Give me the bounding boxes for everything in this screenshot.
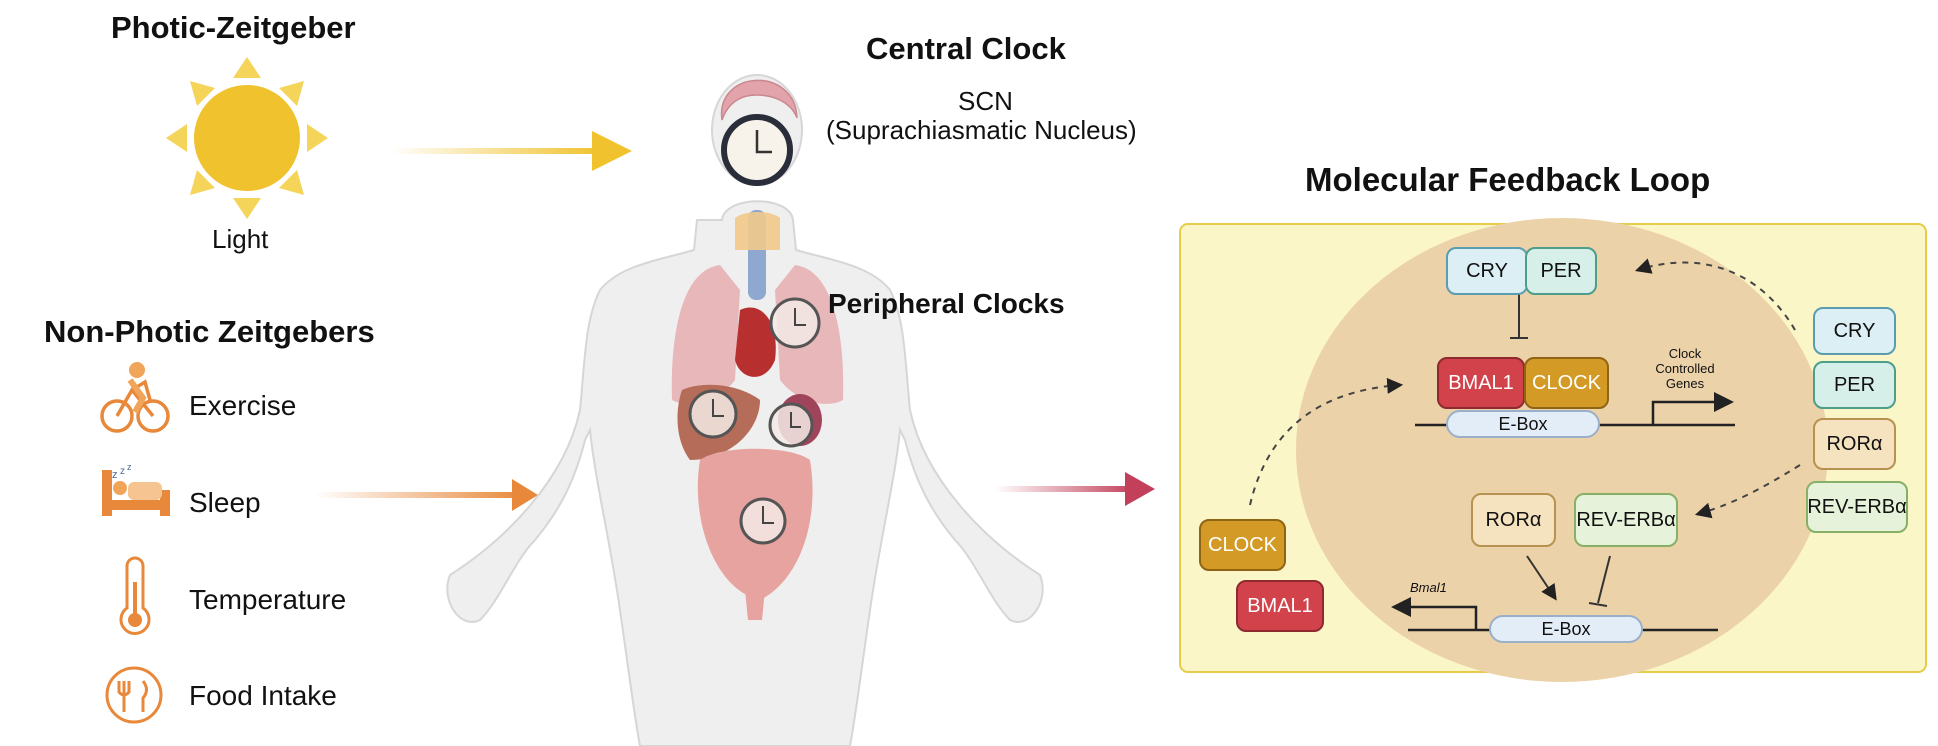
zeitgeber-temperature: Temperature xyxy=(189,584,347,615)
ccg-line3: Genes xyxy=(1665,376,1705,391)
peripheral-clock-lung-icon xyxy=(769,297,821,349)
side-rora-box: RORα xyxy=(1813,418,1896,470)
reverb-box: REV-ERBα xyxy=(1574,493,1678,547)
thermometer-icon xyxy=(119,556,151,635)
clock-box: CLOCK xyxy=(1524,357,1609,409)
ccg-line1: Clock xyxy=(1668,346,1702,361)
dashed-arrows xyxy=(1249,258,1801,519)
nonphotic-title: Non-Photic Zeitgebers xyxy=(44,314,375,349)
svg-text:z: z xyxy=(127,462,132,472)
peripheral-clocks-title: Peripheral Clocks xyxy=(828,288,1065,319)
bmal1-gene-label: Bmal1 xyxy=(1410,580,1447,595)
light-arrow xyxy=(390,131,632,171)
zeitgeber-exercise: Exercise xyxy=(189,390,297,421)
bed-icon: z z z xyxy=(102,462,170,516)
ccg-line2: Controlled xyxy=(1655,361,1715,376)
nucleus xyxy=(1296,218,1828,682)
zeitgeber-food-intake: Food Intake xyxy=(189,680,337,711)
ebox-top: E-Box xyxy=(1446,410,1600,438)
zeitgeber-sleep: Sleep xyxy=(189,487,261,518)
reverb-inhibition xyxy=(1588,555,1611,607)
side-cry-box: CRY xyxy=(1813,307,1896,355)
svg-text:z: z xyxy=(112,469,118,481)
rora-activation-arrow xyxy=(1526,555,1557,601)
left-bmal1-box: BMAL1 xyxy=(1236,580,1324,632)
central-clock-title: Central Clock xyxy=(866,31,1066,66)
molecular-title: Molecular Feedback Loop xyxy=(1305,161,1711,198)
photic-title: Photic-Zeitgeber xyxy=(111,10,356,45)
central-clock-icon xyxy=(721,114,793,186)
side-reverb-box: REV-ERBα xyxy=(1806,481,1908,533)
nonphotic-arrow xyxy=(315,479,538,511)
fork-knife-icon xyxy=(105,666,163,724)
peripheral-clock-intestine-icon xyxy=(739,497,787,545)
sun-icon xyxy=(166,57,328,219)
ebox-bottom: E-Box xyxy=(1489,615,1643,643)
peripheral-clock-liver-icon xyxy=(688,389,738,439)
cry-per-inhibition xyxy=(1510,292,1528,339)
per-box: PER xyxy=(1525,247,1597,295)
cry-box: CRY xyxy=(1446,247,1528,295)
svg-text:z: z xyxy=(120,466,125,477)
peripheral-clock-stomach-icon xyxy=(768,402,814,448)
light-label: Light xyxy=(212,224,269,254)
side-per-box: PER xyxy=(1813,361,1896,409)
clock-controlled-genes-label: Clock Controlled Genes xyxy=(1640,346,1730,391)
rora-box: RORα xyxy=(1471,493,1556,547)
scn-line1: SCN xyxy=(958,86,1013,116)
molecular-arrow xyxy=(995,472,1155,506)
bmal1-box: BMAL1 xyxy=(1437,357,1525,409)
left-clock-box: CLOCK xyxy=(1199,519,1286,571)
cyclist-icon xyxy=(100,362,170,433)
scn-line2: (Suprachiasmatic Nucleus) xyxy=(826,115,1137,145)
